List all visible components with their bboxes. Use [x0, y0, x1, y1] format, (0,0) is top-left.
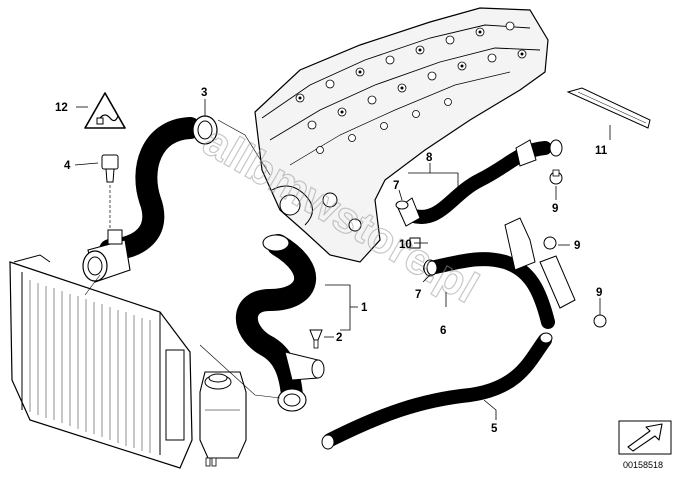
cylinder-head [254, 7, 549, 263]
callout-7-lower: 7 [415, 289, 421, 301]
callout-9-middle: 9 [574, 240, 580, 252]
hose-6 [423, 217, 576, 329]
callout-2: 2 [336, 332, 342, 344]
bolt-9-lower [593, 314, 607, 328]
bolt-9-upper [549, 169, 563, 185]
cable-tie-11 [566, 87, 651, 129]
reference-number: 00158518 [623, 460, 663, 470]
callout-3: 3 [201, 87, 207, 99]
hose-5 [321, 332, 553, 450]
screw-2 [309, 329, 323, 349]
direction-arrow-icon [618, 420, 672, 455]
callout-4: 4 [64, 160, 71, 172]
callout-9-lower: 9 [596, 287, 602, 299]
temperature-sensor-4 [101, 154, 119, 230]
callout-9-upper: 9 [552, 203, 558, 215]
expansion-tank [199, 371, 247, 467]
assembly-lines [84, 119, 281, 399]
bolt-9-middle [543, 236, 557, 250]
callout-1: 1 [361, 302, 368, 314]
callout-7-upper: 7 [393, 180, 399, 192]
hose-8 [397, 139, 563, 227]
radiator [9, 254, 193, 469]
leader-lines [74, 99, 611, 420]
callout-11: 11 [595, 145, 608, 157]
callout-10: 10 [399, 239, 412, 251]
callout-5: 5 [491, 423, 498, 435]
callout-12: 12 [55, 102, 68, 114]
hose-1 [235, 234, 325, 412]
callout-8: 8 [426, 152, 433, 164]
hose-3 [82, 115, 218, 283]
hot-coolant-warning-icon [84, 92, 126, 129]
callout-6: 6 [440, 325, 446, 337]
clamp-7 [395, 200, 438, 276]
